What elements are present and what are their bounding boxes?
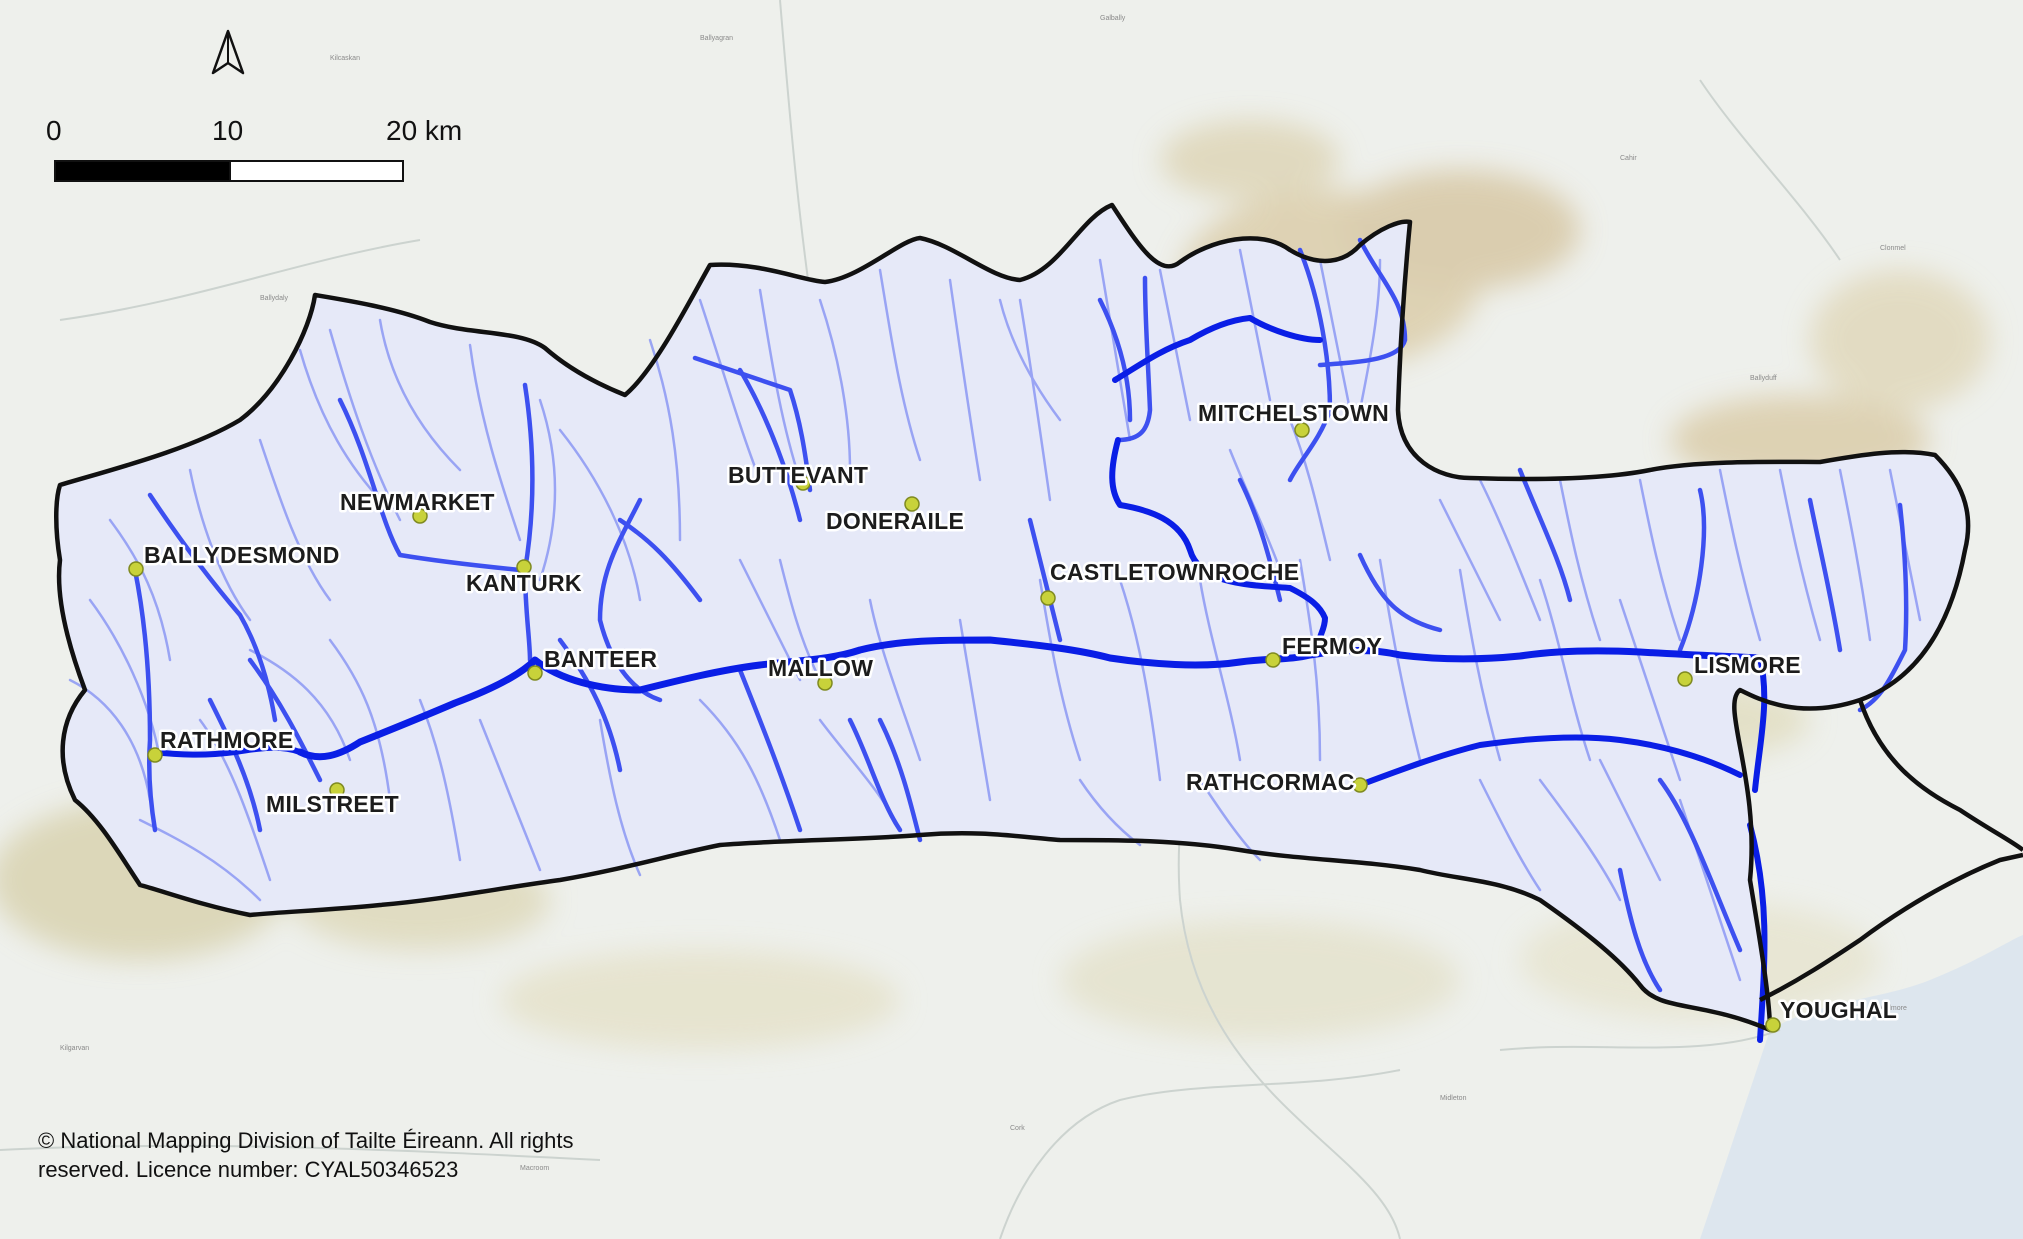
town-label-youghal: YOUGHAL: [1780, 997, 1897, 1023]
scale-bar-dark-segment: [54, 160, 231, 182]
town-marker-fermoy[interactable]: [1265, 652, 1281, 668]
svg-text:Clonmel: Clonmel: [1880, 245, 1906, 252]
svg-text:Cahir: Cahir: [1620, 155, 1637, 162]
scale-label-20km: 20 km: [386, 115, 462, 146]
scale-label-10: 10: [212, 115, 243, 146]
town-banteer[interactable]: BANTEER: [527, 644, 660, 681]
town-marker-youghal[interactable]: [1765, 1017, 1781, 1033]
town-marker-castletownroche[interactable]: [1040, 590, 1056, 606]
town-rathcormac[interactable]: RATHCORMAC: [1184, 767, 1368, 798]
town-mitchelstown[interactable]: MITCHELSTOWN: [1196, 398, 1391, 438]
scale-bar-light-segment: [229, 160, 404, 182]
scale-bar: 0 10 20 km: [46, 115, 462, 182]
background-place-names: Kilcaskan Ballyagran Galbally Cahir Clon…: [60, 15, 1907, 1172]
town-marker-rathcormac[interactable]: [1352, 777, 1368, 793]
town-kanturk[interactable]: KANTURK: [464, 559, 584, 599]
town-marker-rathmore[interactable]: [147, 747, 163, 763]
town-label-kanturk: KANTURK: [466, 570, 582, 596]
svg-text:Ballyagran: Ballyagran: [700, 35, 733, 42]
town-marker-newmarket[interactable]: [412, 508, 428, 524]
north-arrow-icon: [211, 29, 245, 75]
svg-text:Midleton: Midleton: [1440, 1095, 1467, 1102]
town-ballydesmond[interactable]: BALLYDESMOND: [128, 540, 342, 577]
town-label-fermoy: FERMOY: [1282, 633, 1382, 659]
town-marker-mallow[interactable]: [817, 675, 833, 691]
minor-streams: [68, 248, 1922, 982]
town-label-doneraile: DONERAILE: [826, 508, 964, 534]
town-marker-milstreet[interactable]: [329, 782, 345, 798]
towns-layer: MITCHELSTOWN BUTTEVANT DONERAILE NEWMARKET B…: [128, 398, 1899, 1033]
copyright-notice: © National Mapping Division of Tailte Éi…: [38, 1126, 738, 1184]
catchment-boundary-east: [1857, 699, 2023, 852]
scale-label-0: 0: [46, 115, 62, 146]
svg-text:Macroom: Macroom: [520, 1165, 549, 1172]
svg-text:Galbally: Galbally: [1100, 15, 1126, 22]
town-label-rathcormac: RATHCORMAC: [1186, 769, 1355, 795]
svg-text:Ardmore: Ardmore: [1880, 1005, 1907, 1012]
town-castletownroche[interactable]: CASTLETOWNROCHE: [1040, 557, 1302, 606]
copyright-line-2: reserved. Licence number: CYAL50346523: [38, 1157, 459, 1182]
town-label-mitchelstown: MITCHELSTOWN: [1198, 400, 1389, 426]
town-label-milstreet: MILSTREET: [266, 791, 399, 817]
town-mallow[interactable]: MALLOW: [766, 653, 875, 691]
town-youghal[interactable]: YOUGHAL: [1765, 995, 1899, 1033]
town-label-buttevant: BUTTEVANT: [728, 462, 868, 488]
sea-area: [1700, 935, 2023, 1239]
town-marker-mitchelstown[interactable]: [1294, 422, 1310, 438]
town-marker-buttevant[interactable]: [795, 475, 811, 491]
svg-text:Ballydaly: Ballydaly: [260, 295, 289, 302]
catchment-boundary-southeast: [1758, 852, 2023, 1003]
town-marker-ballydesmond[interactable]: [128, 561, 144, 577]
town-rathmore[interactable]: RATHMORE: [147, 725, 296, 763]
main-rivers: [150, 315, 1768, 1043]
town-newmarket[interactable]: NEWMARKET: [338, 487, 497, 524]
town-milstreet[interactable]: MILSTREET: [264, 782, 401, 820]
svg-text:Kilgarvan: Kilgarvan: [60, 1045, 89, 1052]
town-doneraile[interactable]: DONERAILE: [824, 496, 966, 537]
town-label-rathmore: RATHMORE: [160, 727, 294, 753]
town-marker-banteer[interactable]: [527, 665, 543, 681]
svg-text:Ballyduff: Ballyduff: [1750, 375, 1777, 382]
svg-text:Cork: Cork: [1010, 1125, 1025, 1132]
town-label-banteer: BANTEER: [544, 646, 657, 672]
town-lismore[interactable]: LISMORE: [1677, 650, 1803, 687]
svg-text:Kilcaskan: Kilcaskan: [330, 55, 360, 62]
town-marker-lismore[interactable]: [1677, 671, 1693, 687]
town-marker-doneraile[interactable]: [904, 496, 920, 512]
town-label-mallow: MALLOW: [768, 655, 873, 681]
town-label-newmarket: NEWMARKET: [340, 489, 495, 515]
town-fermoy[interactable]: FERMOY: [1265, 631, 1384, 668]
town-buttevant[interactable]: BUTTEVANT: [726, 460, 870, 491]
town-label-lismore: LISMORE: [1694, 652, 1801, 678]
town-label-ballydesmond: BALLYDESMOND: [144, 542, 340, 568]
copyright-line-1: © National Mapping Division of Tailte Éi…: [38, 1128, 574, 1153]
catchment-fill: [56, 205, 1969, 1030]
town-label-castletownroche: CASTLETOWNROCHE: [1050, 559, 1299, 585]
town-marker-kanturk[interactable]: [516, 559, 532, 575]
catchment-boundary: [54, 202, 1971, 1033]
tributaries: [132, 237, 1909, 993]
